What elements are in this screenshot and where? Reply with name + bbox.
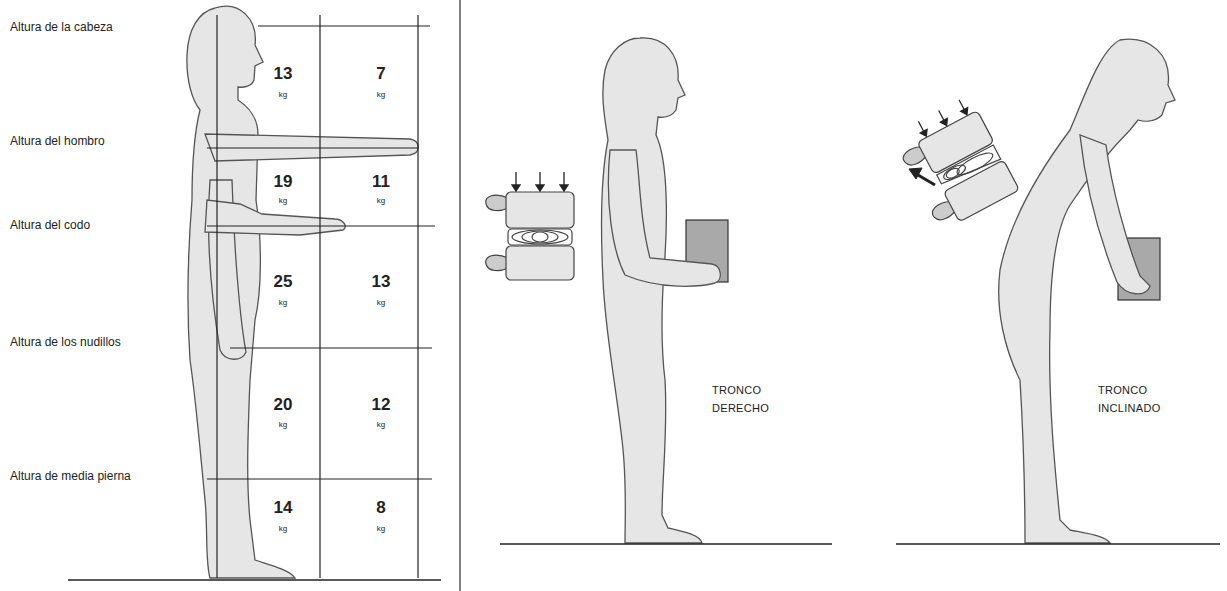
load-arrows [512,172,568,191]
vertebra-process [486,195,508,211]
height-label: Altura del codo [10,218,90,232]
vertebra-process [486,255,508,271]
unit-label: kg [361,90,401,100]
posture-label: TRONCO DERECHO [712,381,784,417]
arrow-shaft [939,111,945,122]
spine-bent [891,95,1020,232]
grid-line [230,347,432,348]
arrow-shaft [959,100,965,111]
unit-label: kg [263,420,303,430]
arrow-shaft [515,172,516,186]
unit-label: kg [263,196,303,206]
body-silhouette [602,38,702,543]
ground-line [896,543,1220,545]
disc-ring [522,231,558,243]
grid-line [258,25,430,26]
grid-lines [68,15,441,580]
body-silhouette [999,39,1175,543]
standing-figure [187,6,418,578]
vertebra [506,246,574,280]
posture-label: TRONCO INCLINADO [1098,381,1170,417]
unit-label: kg [361,420,401,430]
arrow-shaft [563,172,564,186]
bent-figure [999,39,1175,543]
vertebra [506,192,574,228]
weight-value: 11 [361,172,401,192]
ground-line [500,543,832,545]
unit-label: kg [361,524,401,534]
ground-line [68,579,441,581]
bent-arm [205,200,345,235]
weight-value: 7 [361,64,401,84]
spine-straight [486,192,574,280]
height-label: Altura de media pierna [10,469,131,483]
height-label: Altura del hombro [10,134,105,148]
weight-value: 19 [263,172,303,192]
arrow-shaft [918,175,935,185]
disc [508,229,572,245]
weight-value: 25 [263,272,303,292]
height-label: Altura de la cabeza [10,20,113,34]
weight-value: 12 [361,395,401,415]
arrow-shaft [918,121,924,132]
arrow-head [961,108,971,117]
grid-line [417,15,418,578]
arrow-head [920,129,930,138]
disc-nucleus [532,232,548,242]
height-label: Altura de los nudillos [10,335,121,349]
weight-value: 20 [263,395,303,415]
arrow-head [512,185,520,191]
unit-label: kg [361,196,401,206]
disc [937,145,1001,189]
disc-push-arrow [909,168,935,185]
disc-ring [942,162,968,182]
weight-value: 13 [263,64,303,84]
grid-line [216,15,217,578]
arrow-shaft [539,172,540,186]
arrow-head [560,185,568,191]
unit-label: kg [263,298,303,308]
stretched-arm [205,134,418,161]
arm [1080,135,1150,294]
grid-line [207,147,418,148]
arrow-head [940,118,950,127]
unit-label: kg [263,90,303,100]
arrow-head [536,185,544,191]
disc-ring [512,230,568,244]
grid-line [207,225,435,226]
weight-value: 8 [361,498,401,518]
unit-label: kg [361,298,401,308]
disc-ring [954,149,995,178]
panel-divider [459,0,460,591]
grid-line [207,478,432,479]
upright-figure [602,38,702,543]
arrow-head [909,168,922,179]
weight-value: 13 [361,272,401,292]
grid-line [319,15,320,578]
load-arrows [915,98,971,138]
arm [608,150,720,286]
weight-value: 14 [263,498,303,518]
unit-label: kg [263,524,303,534]
